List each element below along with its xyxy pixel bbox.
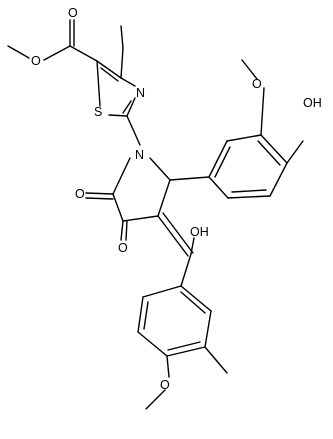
bond <box>180 285 212 312</box>
bond <box>96 60 101 107</box>
bond <box>190 237 195 255</box>
bond <box>69 45 98 62</box>
atom-label-o: O <box>68 6 78 20</box>
bond <box>125 220 128 241</box>
bond <box>269 162 288 197</box>
bond <box>157 179 171 217</box>
bond <box>227 195 271 199</box>
bond <box>260 87 265 136</box>
bond <box>226 134 262 142</box>
bond <box>208 140 228 178</box>
bond <box>43 45 71 61</box>
bond <box>231 189 267 193</box>
bond <box>85 192 114 195</box>
bond <box>166 346 206 357</box>
bond <box>142 285 182 298</box>
bond <box>257 140 281 166</box>
bond <box>120 25 124 49</box>
atom-label-o: O <box>75 187 85 201</box>
atom-label-o: O <box>118 241 128 255</box>
bond <box>241 59 258 80</box>
atom-label-oh: OH <box>190 225 209 239</box>
bond <box>145 389 166 410</box>
bond <box>180 253 192 287</box>
bond <box>169 176 210 181</box>
bond <box>180 291 206 314</box>
atom-label-o: O <box>31 54 41 68</box>
bond <box>137 296 144 333</box>
bond <box>108 114 128 117</box>
bond <box>143 301 149 330</box>
bond <box>126 97 136 117</box>
bond <box>286 140 304 164</box>
bond <box>120 220 124 241</box>
bond <box>85 197 114 200</box>
bond <box>112 157 131 195</box>
atom-label-o: O <box>252 77 262 91</box>
atom-label-s: S <box>94 105 102 119</box>
atom-label-o: O <box>160 378 170 392</box>
bond <box>157 215 189 257</box>
bond <box>96 60 122 79</box>
bond <box>100 67 119 82</box>
atom-label-n: N <box>136 86 145 100</box>
bond <box>122 100 132 114</box>
bond <box>7 45 30 59</box>
bond <box>204 346 228 374</box>
bond <box>112 193 124 222</box>
bond <box>120 47 124 79</box>
bond <box>120 77 136 87</box>
bond <box>260 134 288 164</box>
bond <box>137 331 168 357</box>
bond <box>122 215 159 222</box>
atom-label-n: N <box>135 148 144 162</box>
bond <box>167 341 201 351</box>
bond <box>149 157 171 181</box>
bond <box>126 115 141 146</box>
atom-label-oh: OH <box>303 96 322 110</box>
bond <box>214 146 231 178</box>
bond <box>162 212 194 254</box>
bond <box>208 176 229 199</box>
bond <box>204 310 212 348</box>
bond <box>166 355 170 378</box>
